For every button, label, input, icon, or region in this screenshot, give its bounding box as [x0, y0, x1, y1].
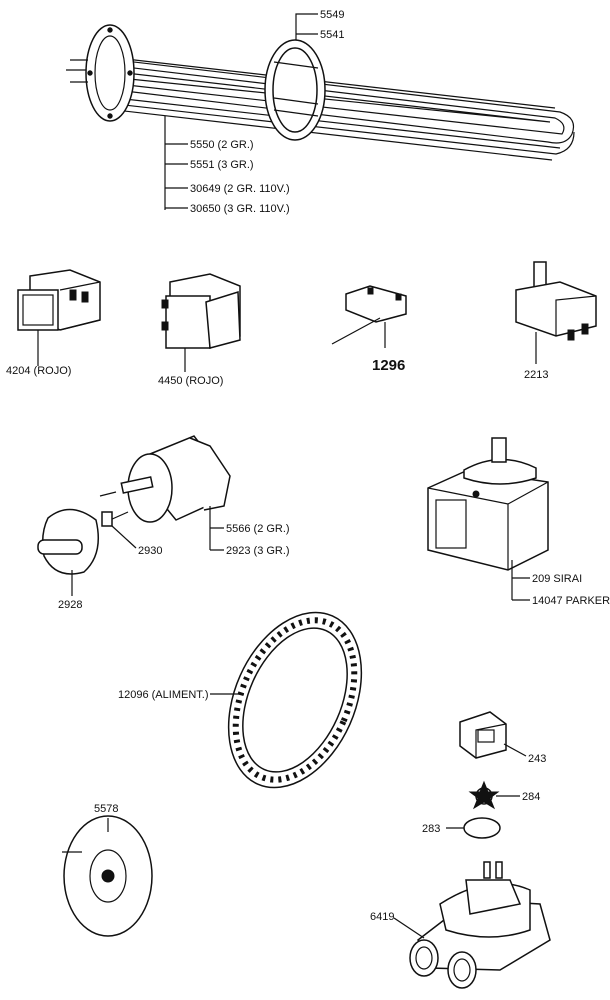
switch-square-label: 4204 (ROJO) — [6, 365, 71, 377]
flow-star-drawing — [468, 780, 500, 810]
solenoid-valve-drawing — [427, 437, 549, 571]
rotary-variant-1: 5566 (2 GR.) — [226, 523, 290, 535]
gasket-label: 12096 (ALIMENT.) — [118, 689, 208, 701]
rotary-knob-drawing — [37, 508, 99, 575]
variants-leader — [164, 116, 188, 210]
switch-rocker-label: 4450 (ROJO) — [158, 375, 223, 387]
flow-body-leader — [393, 917, 425, 939]
solenoid-label-2: 14047 PARKER — [532, 595, 610, 607]
microswitch-lever-label: 1296 — [372, 357, 405, 374]
connector-label: 243 — [528, 753, 546, 765]
thermostat-drawing — [62, 815, 153, 937]
heating-element-drawing — [66, 24, 575, 161]
gasket-drawing — [227, 611, 363, 789]
rotary-switch-drawing — [99, 435, 231, 527]
connector-leader — [503, 743, 527, 757]
microswitch-plunger-drawing — [515, 261, 597, 341]
switch-rocker-drawing — [161, 273, 241, 349]
variant-label-1: 5550 (2 GR.) — [190, 139, 254, 151]
rotary-variant-2: 2923 (3 GR.) — [226, 545, 290, 557]
flow-star-label: 284 — [522, 791, 540, 803]
switch-square-drawing — [17, 269, 101, 331]
variant-label-4: 30650 (3 GR. 110V.) — [190, 203, 290, 215]
thermostat-label: 5578 — [94, 803, 118, 815]
flow-meter-body-drawing — [409, 861, 551, 989]
oring-drawing — [463, 817, 501, 839]
flange-ref-1-label: 5549 — [320, 9, 344, 21]
rotary-variants-leader — [209, 506, 224, 551]
flange-ref-2-label: 5541 — [320, 29, 344, 41]
microswitch-plunger-label: 2213 — [524, 369, 548, 381]
variant-label-2: 5551 (3 GR.) — [190, 159, 254, 171]
oring-label: 283 — [422, 823, 440, 835]
variant-label-3: 30649 (2 GR. 110V.) — [190, 183, 290, 195]
connector-drawing — [459, 711, 507, 759]
solenoid-leader — [511, 560, 530, 601]
solenoid-label-1: 209 SIRAI — [532, 573, 582, 585]
adapter-leader — [111, 525, 137, 549]
knob-label: 2928 — [58, 599, 82, 611]
flow-body-label: 6419 — [370, 911, 394, 923]
flange-ref-leader — [295, 13, 318, 40]
adapter-label: 2930 — [138, 545, 162, 557]
microswitch-lever-drawing — [331, 285, 407, 345]
